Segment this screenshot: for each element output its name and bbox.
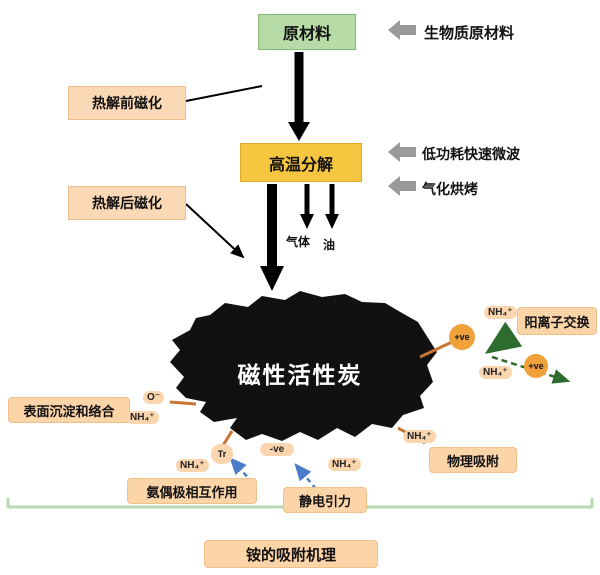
bond-line-cation	[419, 340, 453, 359]
summary-box[interactable]: 铵的吸附机理	[204, 540, 378, 568]
nh4-right-mid: NH₄⁺	[479, 366, 512, 379]
surface-precipitation-box[interactable]: 表面沉淀和络合	[8, 397, 130, 423]
physical-adsorption-box[interactable]: 物理吸附	[429, 447, 517, 473]
negative-site: -ve	[260, 443, 294, 456]
pyrolysis-box[interactable]: 高温分解	[240, 143, 362, 182]
nh4-bottom-left: NH₄⁺	[176, 459, 209, 472]
arrow-raw-to-pyrolysis-head	[288, 122, 310, 141]
electrostatic-dashed-arrow	[294, 463, 317, 490]
dipole-dashed-arrow	[229, 457, 254, 484]
positive-site-2: +ve	[524, 354, 548, 378]
arrow-oil-head	[325, 214, 339, 229]
pre-magnetization-box[interactable]: 热解前磁化	[68, 86, 186, 120]
cation-exchange-solid-arrow	[484, 321, 523, 354]
electrostatic-box[interactable]: 静电引力	[283, 487, 367, 513]
positive-site-1: +ve	[449, 324, 475, 350]
nh4-left: NH₄⁺	[126, 411, 159, 424]
line-pre-magnetization	[185, 85, 263, 102]
carbon-blob	[170, 291, 437, 441]
oil-label: 油	[323, 238, 336, 252]
nh4-top-right: NH₄⁺	[484, 306, 517, 319]
arrow-pyrolysis-to-carbon-head	[260, 266, 284, 291]
raw-material-box[interactable]: 原材料	[258, 14, 356, 50]
cation-exchange-box[interactable]: 阳离子交换	[517, 307, 597, 335]
bond-line-surface	[169, 400, 197, 406]
microwave-input-label: 低功耗快速微波	[422, 146, 520, 162]
biomass-input-label: 生物质原材料	[424, 25, 515, 42]
o-minus-site: O⁻	[143, 391, 165, 404]
microwave-arrow-icon	[388, 142, 416, 162]
baking-arrow-icon	[388, 176, 416, 196]
pi-site: Tr	[211, 444, 233, 464]
ammonia-dipole-box[interactable]: 氨偶极相互作用	[127, 478, 257, 504]
arrow-gas-head	[300, 214, 314, 229]
core-carbon-label: 磁性活性炭	[237, 362, 363, 388]
line-post-magnetization	[185, 203, 245, 259]
nh4-bottom-mid: NH₄⁺	[328, 458, 361, 471]
post-magnetization-box[interactable]: 热解后磁化	[68, 186, 186, 220]
gas-label: 气体	[286, 235, 311, 249]
nh4-right-bottom: NH₄⁺	[403, 430, 436, 443]
biomass-arrow-icon	[388, 20, 416, 40]
baking-input-label: 气化烘烤	[422, 181, 478, 197]
cation-exchange-dashed-arrow	[491, 355, 571, 384]
